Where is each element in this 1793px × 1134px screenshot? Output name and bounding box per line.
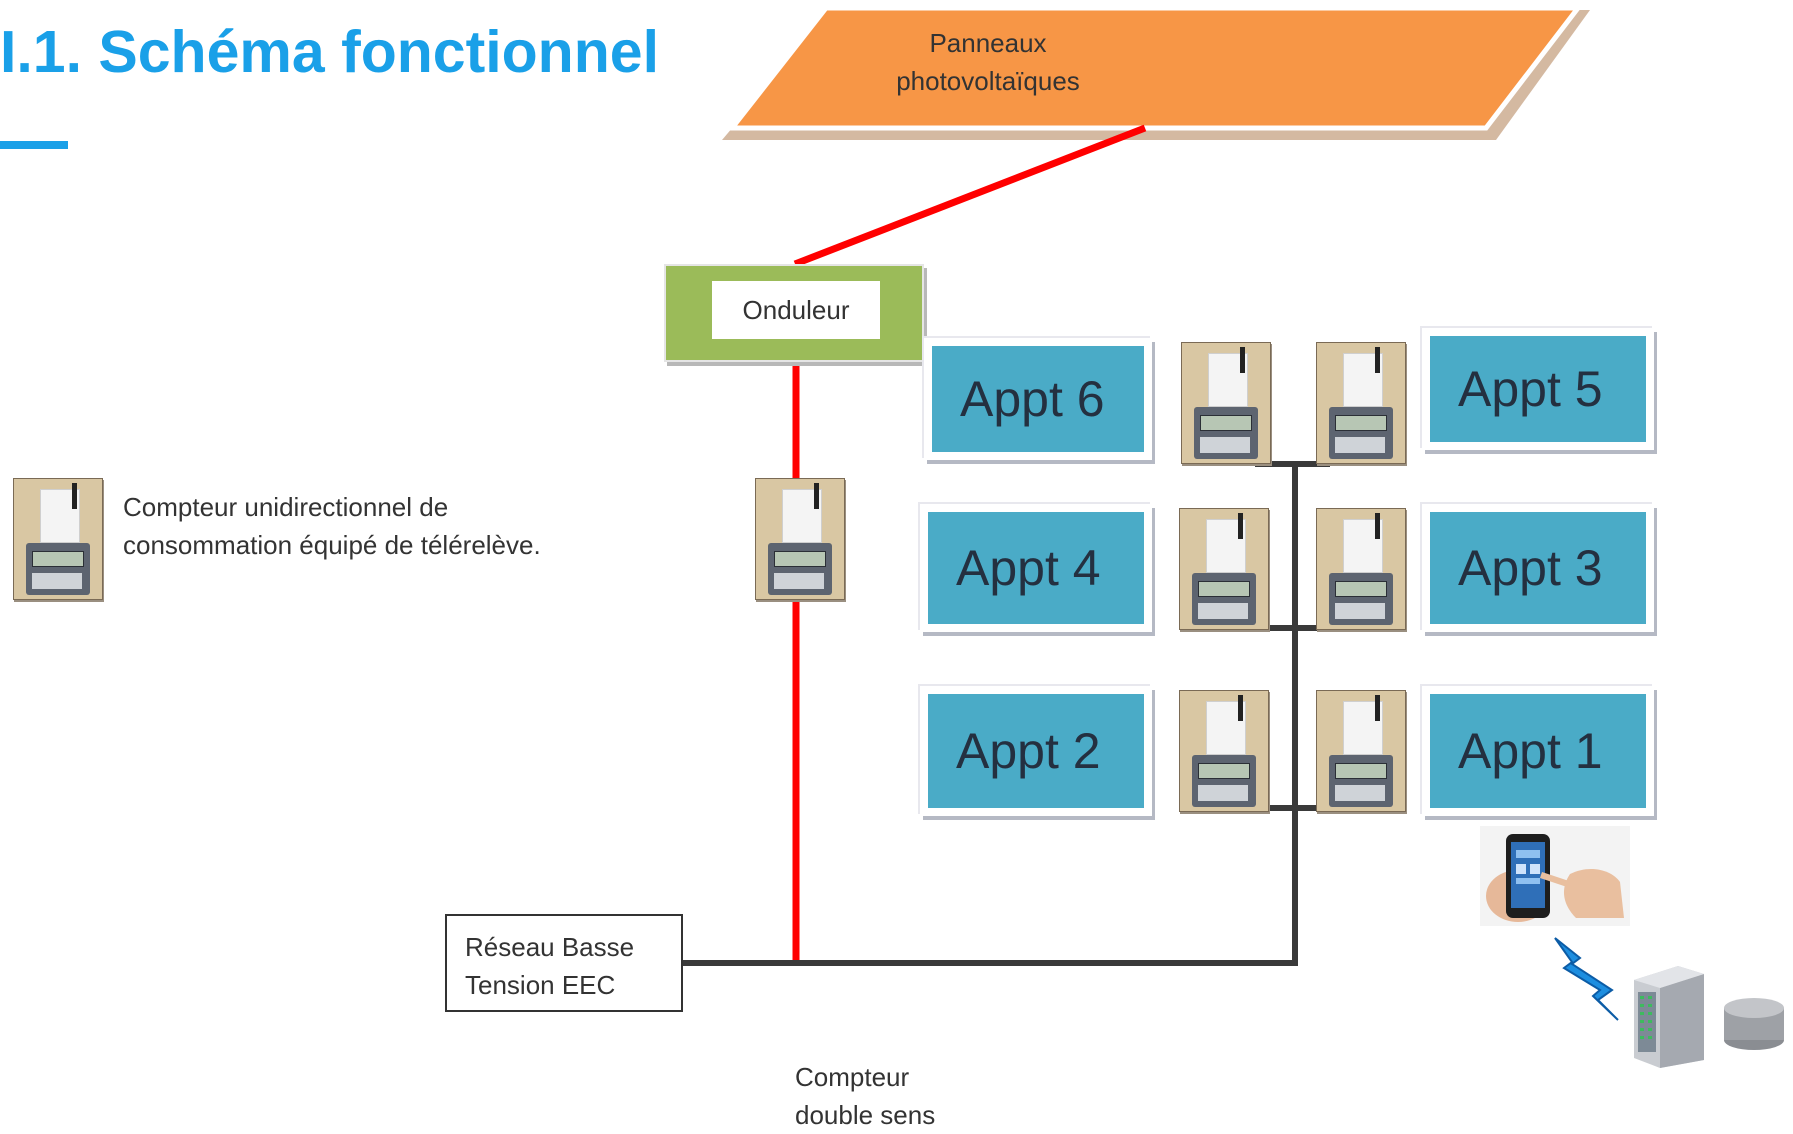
page-title: I.1. Schéma fonctionnel <box>0 19 659 85</box>
apartment-3: Appt 3 <box>1422 504 1654 632</box>
smartphone-hand-icon <box>1480 826 1630 926</box>
solar-panel-label: Panneaux photovoltaïques <box>878 24 1098 100</box>
apartment-6: Appt 6 <box>924 338 1152 460</box>
inverter-label: Onduleur <box>712 281 880 339</box>
meter-icon <box>1179 690 1269 812</box>
bidirectional-meter-label-line2: double sens <box>795 1100 936 1130</box>
meter-icon <box>1316 342 1406 464</box>
bidirectional-meter-label: Compteur double sens <box>795 1058 935 1134</box>
wireless-bolt-icon <box>1554 937 1619 1021</box>
solar-panel <box>726 5 1584 131</box>
meter-icon <box>1179 508 1269 630</box>
grid-label-line2: Tension EEC <box>465 970 616 1000</box>
apartment-1: Appt 1 <box>1422 686 1654 816</box>
bidirectional-meter-icon <box>755 478 845 600</box>
meter-icon <box>1181 342 1271 464</box>
apartment-2: Appt 2 <box>920 686 1152 816</box>
grid-box: Réseau Basse Tension EEC <box>445 914 683 1012</box>
apartment-5: Appt 5 <box>1422 328 1654 450</box>
meter-legend-line1: Compteur unidirectionnel de <box>123 492 449 522</box>
grid-label-line1: Réseau Basse <box>465 932 635 962</box>
apartment-4: Appt 4 <box>920 504 1152 632</box>
server-database-icon <box>1634 966 1784 1068</box>
solar-wire <box>793 124 1147 268</box>
solar-panel-label-line2: photovoltaïques <box>896 66 1080 96</box>
meter-icon <box>1316 508 1406 630</box>
meter-legend-line2: consommation équipé de télérelève. <box>123 530 541 560</box>
bidirectional-meter-label-line1: Compteur <box>795 1062 910 1092</box>
solar-panel-label-line1: Panneaux <box>929 28 1047 58</box>
meter-legend-text: Compteur unidirectionnel de consommation… <box>123 488 541 564</box>
meter-icon <box>1316 690 1406 812</box>
meter-icon <box>13 478 103 600</box>
title-underline <box>0 141 68 149</box>
